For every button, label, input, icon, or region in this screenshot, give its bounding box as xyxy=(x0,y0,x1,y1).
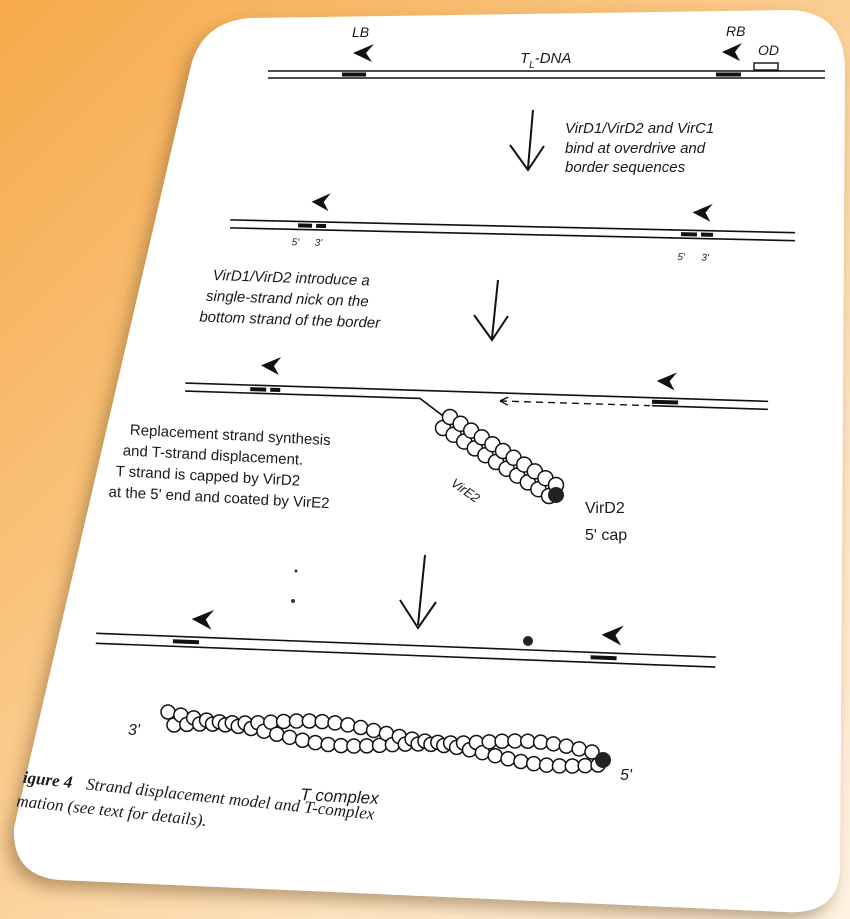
vire2-bead xyxy=(328,716,342,730)
t-complex-3-prime: 3' xyxy=(128,722,141,739)
vire2-bead xyxy=(367,723,381,737)
vire2-bead xyxy=(527,757,541,771)
vire2-bead xyxy=(552,759,566,773)
vire2-bead xyxy=(161,705,175,719)
rb-label: RB xyxy=(726,23,745,39)
svg-text:VirD1/VirD2 and VirC1: VirD1/VirD2 and VirC1 xyxy=(565,120,714,137)
card-background xyxy=(14,10,845,912)
svg-text:3': 3' xyxy=(701,253,710,264)
vire2-bead xyxy=(565,759,579,773)
vire2-bead xyxy=(546,737,560,751)
step2-text: VirD1/VirD2 introduce a single-strand ni… xyxy=(199,267,383,332)
vire2-bead xyxy=(559,739,573,753)
svg-text:border sequences: border sequences xyxy=(565,159,686,176)
vire2-bead xyxy=(521,734,535,748)
overdrive-label: OD xyxy=(758,42,779,58)
vire2-bead xyxy=(289,714,303,728)
vire2-bead xyxy=(270,727,284,741)
svg-text:5': 5' xyxy=(677,252,686,263)
vire2-bead xyxy=(315,715,329,729)
vire2-bead xyxy=(488,749,502,763)
vire2-bead xyxy=(360,739,374,753)
lb-label: LB xyxy=(352,24,369,40)
vire2-bead xyxy=(302,714,316,728)
vire2-bead xyxy=(578,759,592,773)
vire2-bead xyxy=(321,737,335,751)
vire2-bead xyxy=(341,718,355,732)
vire2-bead xyxy=(514,755,528,769)
vire2-bead xyxy=(283,730,297,744)
svg-text:5': 5' xyxy=(292,237,301,248)
vire2-bead xyxy=(347,739,361,753)
svg-text:bind at overdrive and: bind at overdrive and xyxy=(565,140,706,157)
vire2-bead xyxy=(277,715,291,729)
vird2-label: VirD2 xyxy=(585,500,625,517)
vire2-bead xyxy=(495,734,509,748)
vird2-cap-icon xyxy=(548,487,564,503)
vire2-bead xyxy=(295,733,309,747)
t-complex-5-prime: 5' xyxy=(620,767,633,784)
overdrive-box xyxy=(754,63,778,70)
vire2-bead xyxy=(501,752,515,766)
vire2-bead xyxy=(534,735,548,749)
vire2-bead xyxy=(308,736,322,750)
vire2-bead xyxy=(540,758,554,772)
cap-label: 5' cap xyxy=(585,527,627,544)
vire2-bead xyxy=(482,735,496,749)
vire2-bead xyxy=(508,734,522,748)
svg-text:3': 3' xyxy=(315,238,324,249)
vire2-bead xyxy=(354,720,368,734)
vire2-bead xyxy=(334,739,348,753)
vire2-bead xyxy=(572,742,586,756)
vird2-cap-icon xyxy=(595,752,611,768)
